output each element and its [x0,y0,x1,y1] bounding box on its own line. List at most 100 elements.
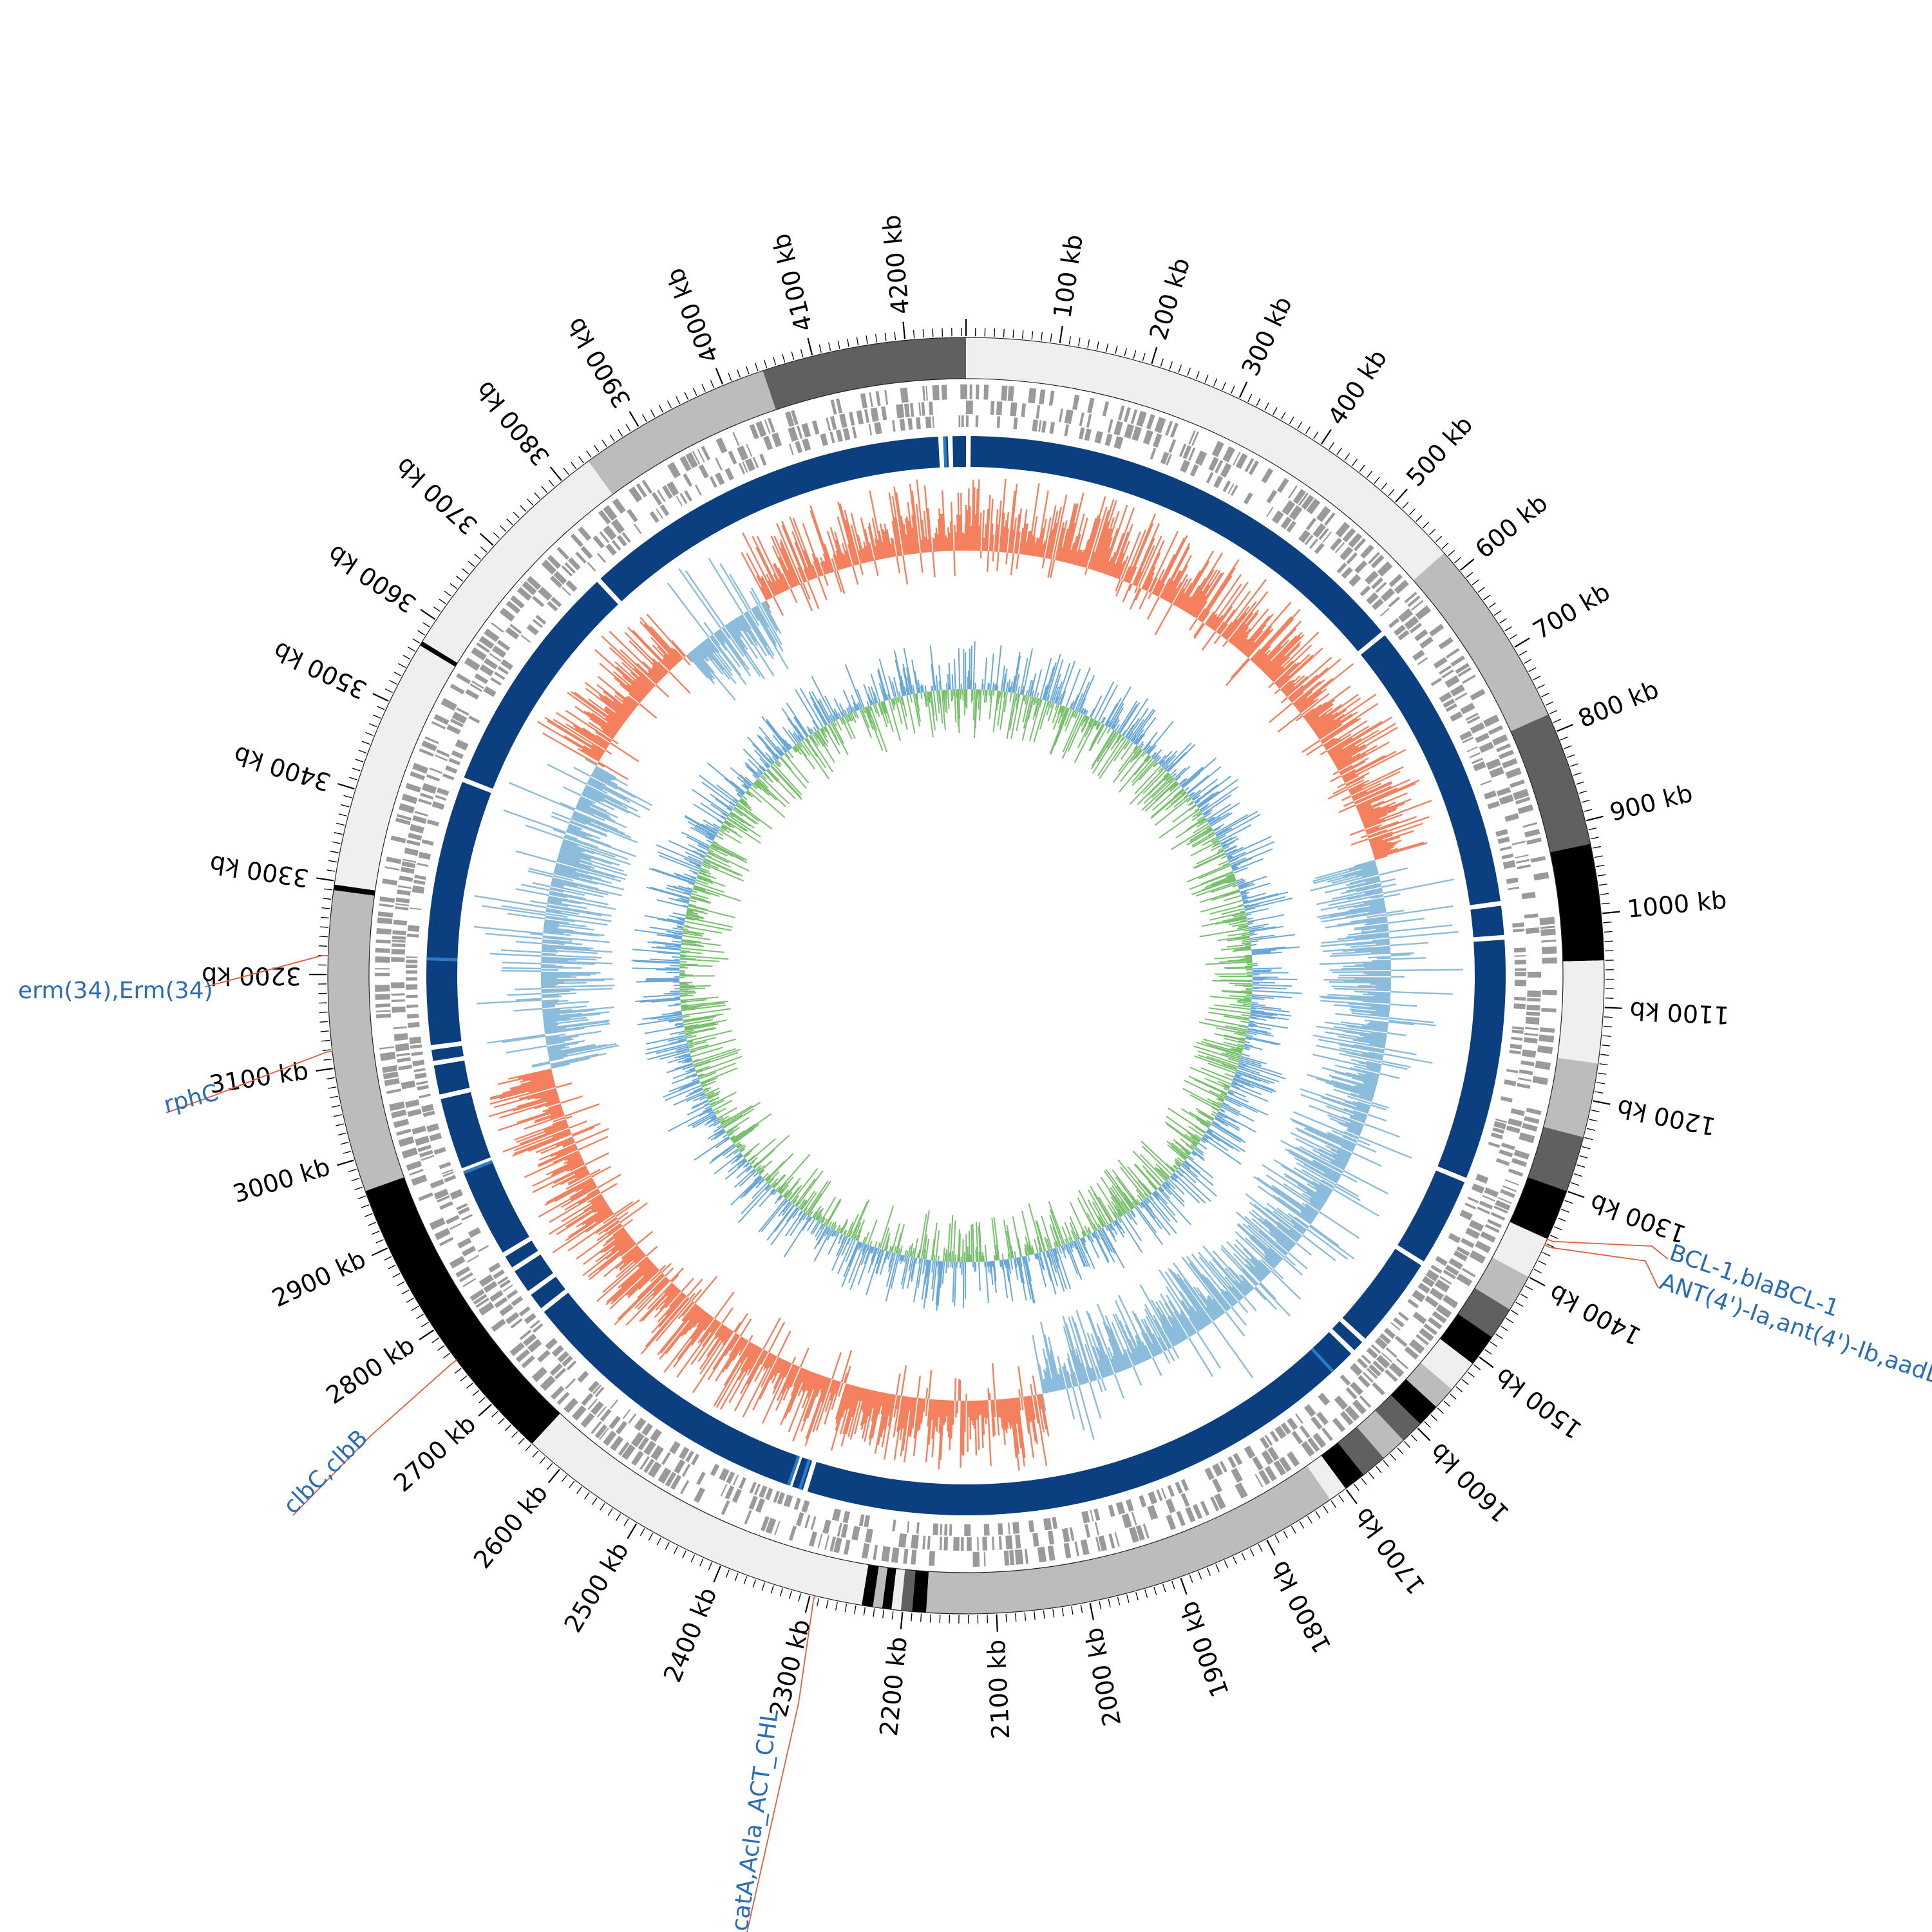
gc-content-bar [1085,1367,1092,1383]
gc-content-bar [544,1178,594,1206]
gc-content-bar [1037,527,1045,557]
gc-content-bar [1367,992,1391,996]
minor-tick [673,1546,678,1555]
gc-content-bar [725,1338,746,1370]
gene-feature-bar [407,933,419,938]
gene-feature-bar [1466,746,1478,753]
gc-content-bar [612,670,645,699]
gc-content-bar [979,1400,981,1415]
gc-content-bar [1307,703,1334,724]
gene-feature-bar [529,1320,540,1329]
gc-content-bar [696,1312,708,1327]
gene-feature-bar [636,483,647,498]
gc-skew-bar [778,1195,783,1201]
gc-content-bar [538,1148,578,1168]
gc-content-bar [1367,1113,1387,1122]
gene-feature-bar [1376,1354,1390,1369]
gc-content-bar [1350,1122,1363,1128]
major-tick [1604,1007,1622,1009]
gc-content-bar [592,771,618,786]
gc-content-bar [542,1009,561,1012]
gc-content-bar [1361,798,1412,820]
gc-skew-bar [1088,717,1092,725]
gc-skew-bar [1194,775,1231,804]
gc-content-bar [1151,1357,1162,1376]
gc-content-bar [987,1388,990,1401]
gc-content-bar [813,1374,820,1390]
gc-skew-bar [858,1242,862,1247]
gene-feature-bar [565,580,578,592]
gene-feature-bar [1443,1269,1456,1280]
gc-content-bar [657,661,669,673]
gene-feature-bar [1037,1546,1046,1562]
gene-feature-bar [603,1430,617,1446]
minor-tick [491,1411,498,1417]
gc-skew-bar [1135,717,1157,745]
gc-content-bar [1041,1394,1046,1412]
minor-tick [442,1352,450,1359]
gc-content-bar [1321,1096,1368,1114]
gc-content-bar [1172,578,1189,605]
major-tick [479,533,494,546]
gc-content-bar [1051,1378,1056,1392]
gc-skew-bar [1141,779,1175,811]
minor-tick [1329,442,1334,450]
gene-feature-bar [1352,1399,1367,1415]
minor-tick [692,388,697,396]
gene-feature-bar [462,1245,477,1257]
gc-skew-bar [1083,1236,1086,1243]
gc-content-bar [551,880,578,887]
major-tick [1514,638,1530,648]
gc-content-bar [612,1262,654,1302]
gc-content-bar [832,554,839,571]
gc-content-bar [1329,981,1391,984]
minor-tick [1564,745,1572,750]
gc-content-bar [1080,1362,1088,1383]
gene-feature-bar [694,484,702,496]
gc-skew-bar [1229,1003,1251,1008]
gc-content-bar [543,931,571,936]
gc-content-bar [671,639,687,657]
gc-content-bar [947,1400,950,1432]
gene-feature-bar [1189,464,1199,477]
gc-content-bar [838,1382,844,1397]
gc-skew-bar [750,1160,755,1166]
gc-content-bar [999,478,1007,553]
gc-content-bar [975,488,979,551]
gc-content-bar [938,508,943,552]
gc-skew-bar [1197,791,1220,808]
gc-content-bar [602,730,614,739]
gc-skew-bar [1134,1163,1158,1189]
gc-skew-bar [1155,1163,1170,1178]
gc-content-bar [1209,583,1242,629]
gc-skew-bar [1039,1252,1045,1271]
gc-skew-bar [845,1239,856,1262]
minor-tick [513,511,520,518]
gc-content-bar [554,866,602,880]
gc-skew-bar [1057,705,1062,715]
gc-content-bar [636,1231,653,1245]
gc-content-bar [1372,846,1394,855]
gc-content-bar [1031,536,1036,556]
gene-feature-bar [406,956,418,958]
minor-tick [1435,535,1443,542]
gc-content-bar [1368,822,1423,842]
gc-content-bar [1117,560,1126,579]
gc-content-bar [1333,744,1366,764]
gc-skew-bar [1097,1229,1115,1263]
gc-content-bar [577,748,600,762]
gene-feature-bar [1515,858,1530,864]
gc-content-bar [653,1277,668,1292]
gc-content-bar [1118,555,1129,580]
gc-content-bar [931,1399,935,1420]
gc-content-bar [621,661,652,690]
gene-feature-bar [611,540,621,551]
gc-skew-bar [1229,857,1238,863]
gc-content-bar [583,788,605,799]
gene-feature-bar [384,866,400,871]
gc-content-bar [1072,1387,1085,1431]
gc-skew-bar [1222,838,1239,848]
cds-block [970,436,1382,652]
gc-content-bar [1193,1286,1218,1320]
gene-feature-bar [557,1350,569,1363]
